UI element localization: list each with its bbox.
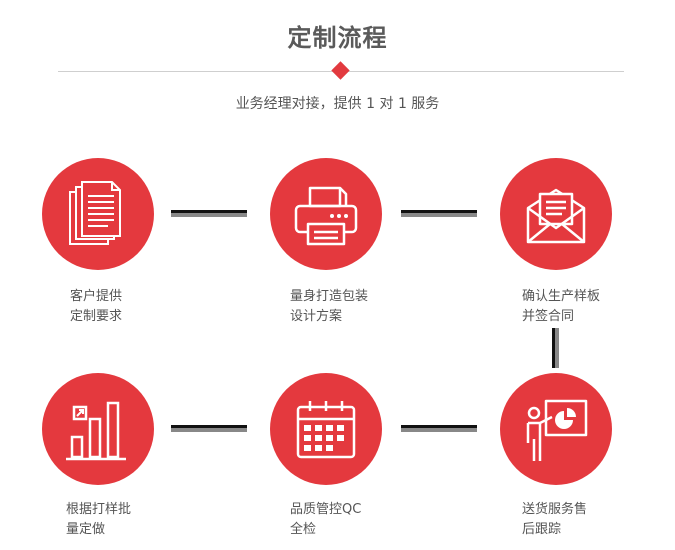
step-6-line-2: 后跟踪 [522,522,562,537]
step-3-label: 确认生产样板 并签合同 [522,287,662,327]
connector-3-6 [552,328,559,368]
step-5-label: 品质管控QC 全检 [290,500,430,540]
envelope-icon [526,188,586,244]
step-5-line-1: 品质管控QC [290,502,362,517]
bar-chart-icon [66,401,126,461]
step-2-label: 量身打造包装 设计方案 [290,287,430,327]
step-6-label: 送货服务售 后跟踪 [522,500,662,540]
page-title: 定制流程 [287,24,388,52]
page-subtitle: 业务经理对接，提供 1 对 1 服务 [235,96,440,112]
printer-icon [294,186,358,246]
step-6-circle [500,373,612,485]
connector-2-3 [401,210,477,217]
step-3-circle [500,158,612,270]
step-5-circle [270,373,382,485]
step-4-line-1: 根据打样批 [66,502,132,517]
step-1-circle [42,158,154,270]
step-2-line-1: 量身打造包装 [290,289,369,304]
documents-icon [69,181,121,245]
step-1-line-1: 客户提供 [70,289,123,304]
presentation-icon [526,399,588,461]
step-1-label: 客户提供 定制要求 [70,287,210,327]
connector-6-5 [401,425,477,432]
step-3-line-1: 确认生产样板 [522,289,601,304]
diamond-ornament [331,61,350,80]
step-4-line-2: 量定做 [66,522,106,537]
step-2-line-2: 设计方案 [290,309,343,324]
step-4-circle [42,373,154,485]
calendar-icon [296,401,356,459]
step-1-line-2: 定制要求 [70,309,123,324]
connector-5-4 [171,425,247,432]
step-6-line-1: 送货服务售 [522,502,588,517]
step-5-line-2: 全检 [290,522,317,537]
step-4-label: 根据打样批 量定做 [66,500,206,540]
step-2-circle [270,158,382,270]
connector-1-2 [171,210,247,217]
step-3-line-2: 并签合同 [522,309,575,324]
